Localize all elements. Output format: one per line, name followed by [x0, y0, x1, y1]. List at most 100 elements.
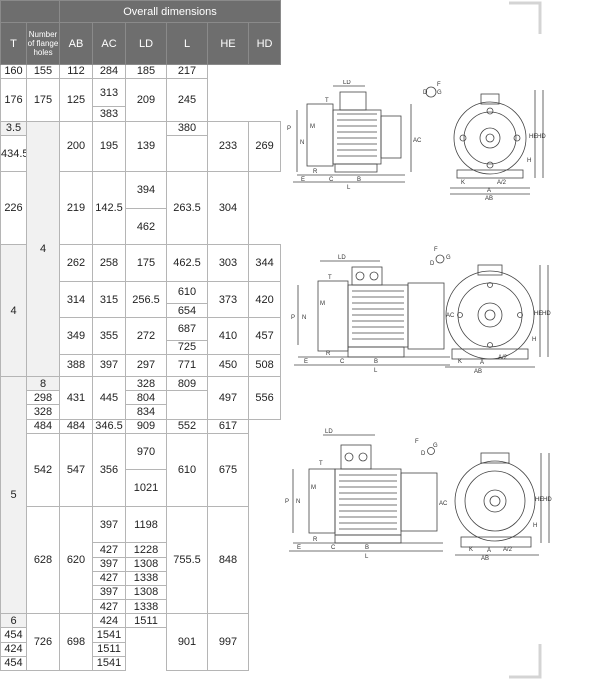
label-r: R	[313, 169, 318, 175]
cell-ld: 298	[26, 390, 60, 406]
label-b: B	[365, 545, 369, 551]
col-header-t: T	[0, 22, 27, 65]
cell-ac: 484	[59, 418, 93, 434]
cell-ac: 258	[92, 244, 126, 282]
col-header-he: HE	[207, 22, 249, 65]
cell-l: 1511	[92, 641, 126, 657]
cell-ac: 219	[59, 171, 93, 246]
label-hd: HD	[537, 134, 546, 140]
label-e: E	[297, 545, 301, 551]
col-header-l: L	[166, 22, 208, 65]
label-f: F	[434, 247, 438, 253]
cell-ac: 315	[92, 280, 126, 319]
cell-l: 771	[166, 353, 208, 378]
label-b: B	[357, 177, 361, 183]
label-f: F	[437, 82, 441, 88]
cell-he: 497	[207, 376, 249, 420]
label-l: L	[374, 368, 378, 374]
corner-mark-bottom-right	[509, 644, 542, 679]
corner-mark-top-right	[509, 1, 542, 34]
cell-hd: 508	[247, 353, 282, 378]
cell-ld: 427	[92, 599, 126, 615]
label-d: D	[430, 261, 435, 267]
label-g: G	[433, 443, 438, 449]
cell-l: 383	[92, 106, 126, 122]
label-m: M	[320, 301, 325, 307]
cell-ld: 427	[92, 570, 126, 586]
cell-ab: 542	[26, 432, 60, 507]
cell-ab: 431	[59, 376, 93, 420]
cell-ld: 454	[0, 655, 27, 672]
label-c: C	[331, 545, 336, 551]
cell-he: 233	[207, 120, 249, 173]
cell-hd: 304	[207, 171, 249, 246]
cell-ld: 297	[125, 353, 167, 378]
label-a: A	[487, 548, 491, 554]
cell-ld: 125	[59, 78, 93, 122]
label-he: HE	[534, 311, 542, 317]
label-a2: A/2	[498, 355, 508, 361]
label-m: M	[310, 124, 315, 130]
cell-he: 373	[207, 280, 249, 319]
cell-ab: 388	[59, 353, 93, 378]
cell-hd: 675	[207, 432, 249, 507]
label-k: K	[461, 180, 465, 186]
label-h: H	[532, 337, 536, 343]
cell-l: 1308	[125, 556, 167, 572]
label-l: L	[347, 185, 351, 191]
label-e: E	[301, 177, 305, 183]
cell-l: 970	[125, 432, 167, 471]
cell-ld: 427	[92, 542, 126, 558]
cell-hd: 997	[207, 613, 249, 672]
label-h: H	[533, 523, 537, 529]
cell-hd: 556	[247, 376, 282, 420]
cell-ld: 346.5	[92, 418, 126, 434]
t-group: 5	[0, 376, 27, 615]
cell-ld: 256.5	[125, 280, 167, 319]
cell-he: 185	[125, 63, 167, 80]
cell-l: 1198	[125, 505, 167, 544]
label-p: P	[285, 499, 289, 505]
cell-ac: 195	[92, 120, 126, 173]
t-group: 4	[0, 244, 27, 378]
cell-ld: 272	[125, 317, 167, 355]
cell-ld: 112	[59, 63, 93, 80]
label-e: E	[304, 359, 308, 365]
label-ld: LD	[338, 255, 346, 261]
cell-l: 804	[125, 390, 167, 406]
label-h: H	[527, 158, 531, 164]
cell-l: 1541	[92, 627, 126, 643]
cell-ld: 142.5	[92, 171, 126, 246]
cell-l: 909	[125, 418, 167, 434]
label-n: N	[300, 140, 304, 146]
cell-l: 462	[125, 207, 167, 246]
cell-ld: 356	[92, 432, 126, 507]
cell-l: 1338	[125, 570, 167, 586]
cell-ac: 698	[59, 613, 93, 672]
cell-he: 303	[207, 244, 249, 282]
cell-ac: 620	[59, 505, 93, 615]
label-k: K	[458, 359, 462, 365]
motor-drawing-medium: LD T F G D P N M AC E R C B L HD HE H K …	[291, 247, 551, 375]
cell-l: 1511	[125, 613, 167, 629]
label-a2: A/2	[503, 547, 513, 553]
cell-ld: 454	[0, 627, 27, 643]
cell-l: 380	[166, 120, 208, 136]
label-a: A	[487, 188, 491, 194]
cell-ab: 160	[0, 63, 27, 80]
cell-l: 809	[166, 376, 208, 392]
cell-ld: 397	[92, 584, 126, 601]
cell-ab: 176	[0, 78, 27, 122]
label-ab: AB	[481, 556, 489, 560]
cell-l: 462.5	[166, 244, 208, 282]
label-ac: AC	[439, 501, 448, 507]
label-n: N	[302, 315, 306, 321]
cell-ab: 726	[26, 613, 60, 672]
cell-ld: 175	[125, 244, 167, 282]
cell-ld: 139	[125, 120, 167, 173]
label-ld: LD	[325, 429, 333, 435]
label-g: G	[446, 255, 451, 261]
header-overall-dimensions: Overall dimensions	[58, 0, 282, 24]
label-l: L	[365, 554, 369, 560]
